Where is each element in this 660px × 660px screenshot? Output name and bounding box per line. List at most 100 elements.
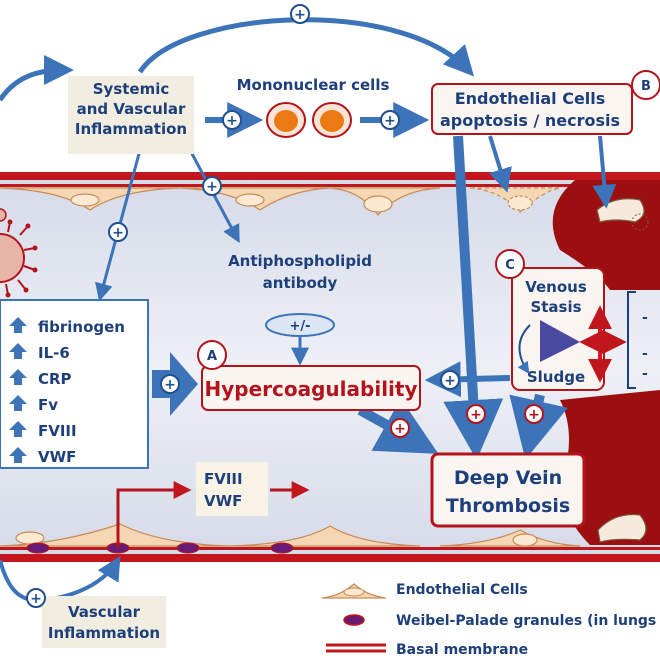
marker-label: fibrinogen: [38, 318, 125, 336]
coagulation-markers-box: [0, 299, 149, 469]
virus-particle-icon: [0, 208, 7, 222]
plus-badge-icon: [440, 370, 460, 390]
blue-arrows: [0, 17, 617, 602]
endothelial-apoptosis-label-1: Endothelial Cells: [455, 89, 606, 108]
arrow-endothelial-to-thrombus: [592, 135, 617, 209]
deep-vein-thrombosis-box: Deep Vein Thrombosis: [430, 452, 586, 528]
badge-b: B: [631, 70, 660, 100]
plus-badge-icon: [26, 588, 46, 608]
weibel-palade-granule: [26, 542, 50, 554]
arrow-vascular-inflammation-up: [35, 555, 121, 602]
vascular-inflammation-label-1: Vascular: [68, 603, 141, 621]
endothelial-nucleus: [507, 195, 533, 211]
weibel-palade-granule: [270, 542, 294, 554]
plus-minus-badge: +/-: [265, 313, 335, 337]
increase-arrow-icon: [9, 343, 27, 359]
flow-obstruction-icon: [540, 320, 580, 362]
basal-membrane-top: [0, 172, 660, 180]
badge-c: C: [495, 249, 525, 279]
damaged-endothelial-cell: [597, 513, 647, 543]
increase-arrow-icon: [9, 447, 27, 463]
marker-label: Fv: [38, 396, 58, 414]
plus-badge-icon: [222, 110, 242, 130]
plus-badge-icon: [202, 176, 222, 196]
endothelial-cell: [229, 525, 421, 547]
weibel-palade-granules: [26, 542, 294, 554]
dvt-label-2: Thrombosis: [446, 495, 571, 517]
vascular-inflammation-label-2: Inflammation: [48, 624, 160, 642]
basal-membrane-bottom-inner: [0, 547, 660, 550]
svg-text:B: B: [641, 79, 651, 94]
plus-badge-icon: [524, 404, 544, 424]
dvt-label-1: Deep Vein: [454, 467, 562, 489]
arrow-granules-to-fviii: [116, 481, 192, 548]
plus-sign: +: [394, 421, 406, 437]
damaged-nucleus: [631, 213, 649, 231]
increase-arrow-icon: [9, 317, 27, 333]
endothelial-nucleus: [235, 193, 265, 207]
plus-sign: +: [112, 225, 124, 241]
hypercoagulability-box: Hypercoagulability: [201, 365, 421, 411]
marker-label: VWF: [38, 448, 76, 466]
legend-weibel-palade-label: Weibel-Palade granules (in lungs: [396, 613, 656, 629]
systemic-label-1: Systemic: [93, 80, 170, 98]
venous-label-1: Venous: [525, 278, 587, 296]
systemic-label-3: Inflammation: [75, 120, 187, 138]
antiphospholipid-label-1: Antiphospholipid: [228, 252, 372, 270]
dilation-arrows-icon: [579, 305, 627, 383]
mononuclear-cells-label: Mononuclear cells: [237, 76, 390, 94]
svg-text:A: A: [207, 349, 217, 364]
plus-sign: +: [226, 113, 238, 129]
endothelial-nucleus: [70, 193, 100, 207]
svg-text:-: -: [642, 366, 648, 382]
legend-item-weibel-palade: Weibel-Palade granules (in lungs: [343, 613, 656, 629]
plus-sign: +: [206, 179, 218, 195]
legend-basal-membrane-label: Basal membrane: [396, 642, 528, 658]
legend-item-basal-membrane: Basal membrane: [326, 642, 528, 658]
endothelial-nucleus: [512, 533, 538, 547]
plus-sign: +: [164, 377, 176, 393]
basal-membrane-bottom: [0, 554, 660, 562]
endothelial-nucleus: [363, 195, 393, 213]
plus-sign: +: [528, 407, 540, 423]
arrow-endothelial-to-dvt: [443, 135, 504, 460]
plus-sign: +: [444, 373, 456, 389]
venous-label-3: Sludge: [527, 368, 585, 386]
legend-granule-icon: [343, 614, 365, 626]
endothelial-cells-top: [0, 187, 561, 216]
endothelial-apoptosis-label-2: apoptosis / necrosis: [440, 111, 620, 130]
red-arrows: [116, 481, 310, 548]
arrow-endothelial-to-vessel: [488, 135, 512, 193]
plus-badge-icon: [290, 4, 310, 24]
svg-text:+/-: +/-: [289, 319, 310, 334]
venous-label-2: Stasis: [530, 298, 581, 316]
arrow-into-systemic: [0, 55, 74, 102]
plus-badge-icon: [380, 110, 400, 130]
endothelial-cell: [439, 529, 581, 547]
circular-flow-icon: [517, 324, 531, 374]
marker-label: CRP: [38, 370, 72, 388]
increase-arrow-icon: [9, 369, 27, 385]
arrow-systemic-to-endothelial: [137, 17, 475, 77]
plus-badge-icon: [108, 222, 128, 242]
fviii-vwf-box: FVIII VWF: [196, 462, 268, 516]
endothelial-apoptosis-box: Endothelial Cells apoptosis / necrosis: [431, 83, 633, 135]
svg-text:-: -: [642, 346, 648, 362]
plus-sign: +: [470, 407, 482, 423]
badge-a: A: [197, 340, 227, 370]
systemic-inflammation-box: Systemic and Vascular Inflammation: [68, 76, 194, 154]
increase-arrow-icon: [9, 421, 27, 437]
increase-arrow-icon: [9, 395, 27, 411]
legend: Endothelial Cells Weibel-Palade granules…: [321, 582, 656, 658]
weibel-palade-granule: [176, 542, 200, 554]
plus-badge-icon: [390, 418, 410, 438]
systemic-label-2: and Vascular: [77, 100, 186, 118]
plus-badge-icon: [160, 374, 180, 394]
vwf-label: VWF: [204, 492, 242, 510]
plus-badges: +++++++++++: [26, 4, 544, 608]
legend-endothelial-label: Endothelial Cells: [396, 582, 528, 598]
plus-sign: +: [30, 591, 42, 607]
